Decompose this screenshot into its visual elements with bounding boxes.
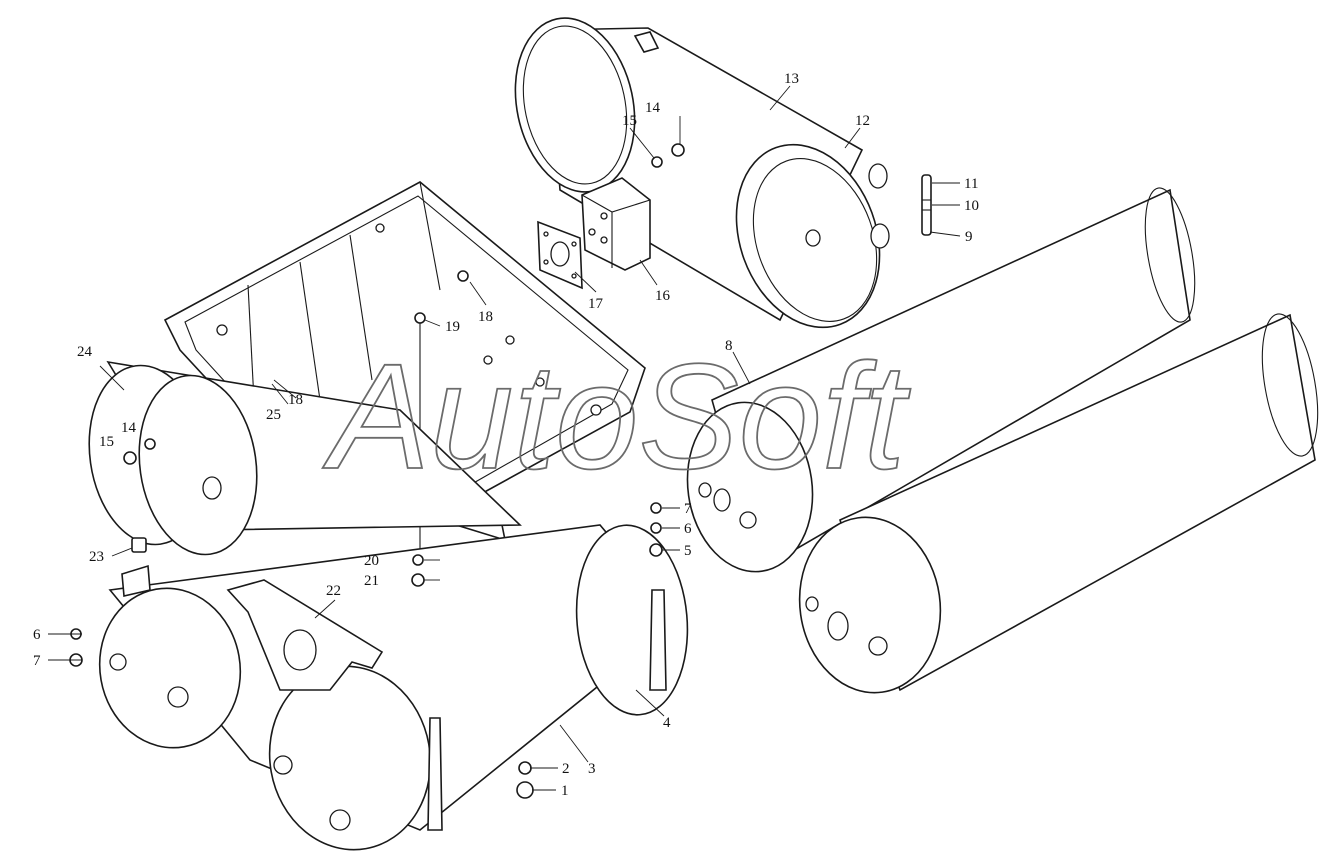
- callout-4: 4: [663, 715, 671, 731]
- watermark-text: AutoSoft: [322, 332, 911, 500]
- callout-25: 25: [266, 407, 281, 423]
- clamp-bolt-9-10-11: [921, 174, 932, 236]
- callout-6-left: 6: [33, 627, 41, 643]
- callout-17: 17: [588, 296, 604, 312]
- callout-15-top: 15: [622, 113, 637, 129]
- callout-3: 3: [588, 761, 596, 777]
- callout-11: 11: [964, 176, 978, 192]
- callout-22: 22: [326, 583, 341, 599]
- callout-labels: 1 2 3 4 5 6 7 6 7 8 9 10 11 12 13 14 15 …: [33, 71, 979, 799]
- callout-13: 13: [784, 71, 799, 87]
- nuts-14-15-top: [651, 143, 685, 168]
- callout-14-top: 14: [645, 100, 661, 116]
- callout-5: 5: [684, 543, 692, 559]
- callout-9: 9: [965, 229, 973, 245]
- fasteners: [69, 502, 663, 799]
- callout-10: 10: [964, 198, 979, 214]
- plate-17: [537, 220, 583, 290]
- callout-20: 20: [364, 553, 379, 569]
- callout-23: 23: [89, 549, 104, 565]
- callout-14-left: 14: [121, 420, 137, 436]
- callout-15-left: 15: [99, 434, 114, 450]
- callout-2: 2: [562, 761, 570, 777]
- callout-16: 16: [655, 288, 671, 304]
- callout-7-right: 7: [684, 501, 692, 517]
- tank-8: [686, 187, 1196, 573]
- callout-19: 19: [445, 319, 460, 335]
- callout-6-right: 6: [684, 521, 692, 537]
- callout-12: 12: [855, 113, 870, 129]
- leader-lines: [48, 85, 961, 791]
- callout-8: 8: [725, 338, 733, 354]
- callout-18-top: 18: [478, 309, 493, 325]
- tank-3: [98, 524, 689, 851]
- tank-24: [88, 360, 522, 556]
- tank-13: [514, 17, 890, 329]
- tank-right-lower: [798, 313, 1319, 694]
- callout-18-left: 18: [288, 392, 303, 408]
- callout-24: 24: [77, 344, 93, 360]
- bolt-23: [121, 537, 151, 597]
- bracket-22: [226, 579, 384, 691]
- callout-21: 21: [364, 573, 379, 589]
- bracket-16: [581, 177, 651, 271]
- callout-1: 1: [561, 783, 569, 799]
- callout-7-left: 7: [33, 653, 41, 669]
